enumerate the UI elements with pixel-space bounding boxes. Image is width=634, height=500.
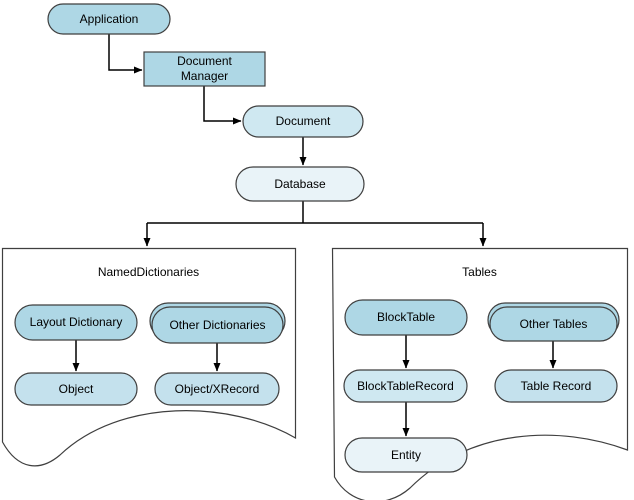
edge-application-document-manager <box>108 34 143 74</box>
edge-document-manager-document <box>203 86 242 125</box>
database-node <box>235 166 365 202</box>
layout-dictionary-node <box>14 304 138 341</box>
document-node <box>242 105 364 138</box>
object-xrecord-node <box>154 372 280 406</box>
other-dictionaries-node <box>151 306 284 344</box>
document-manager-node <box>143 51 266 87</box>
application-node <box>47 3 171 35</box>
entity-node <box>344 437 468 473</box>
blocktablerecord-node <box>343 369 468 403</box>
other-tables-node <box>489 306 618 342</box>
container-named-dictionaries <box>1 247 297 467</box>
edge-database-branch-stem <box>147 201 483 224</box>
object-node <box>14 372 138 406</box>
blocktable-node <box>344 299 468 336</box>
table-record-node <box>494 369 618 403</box>
